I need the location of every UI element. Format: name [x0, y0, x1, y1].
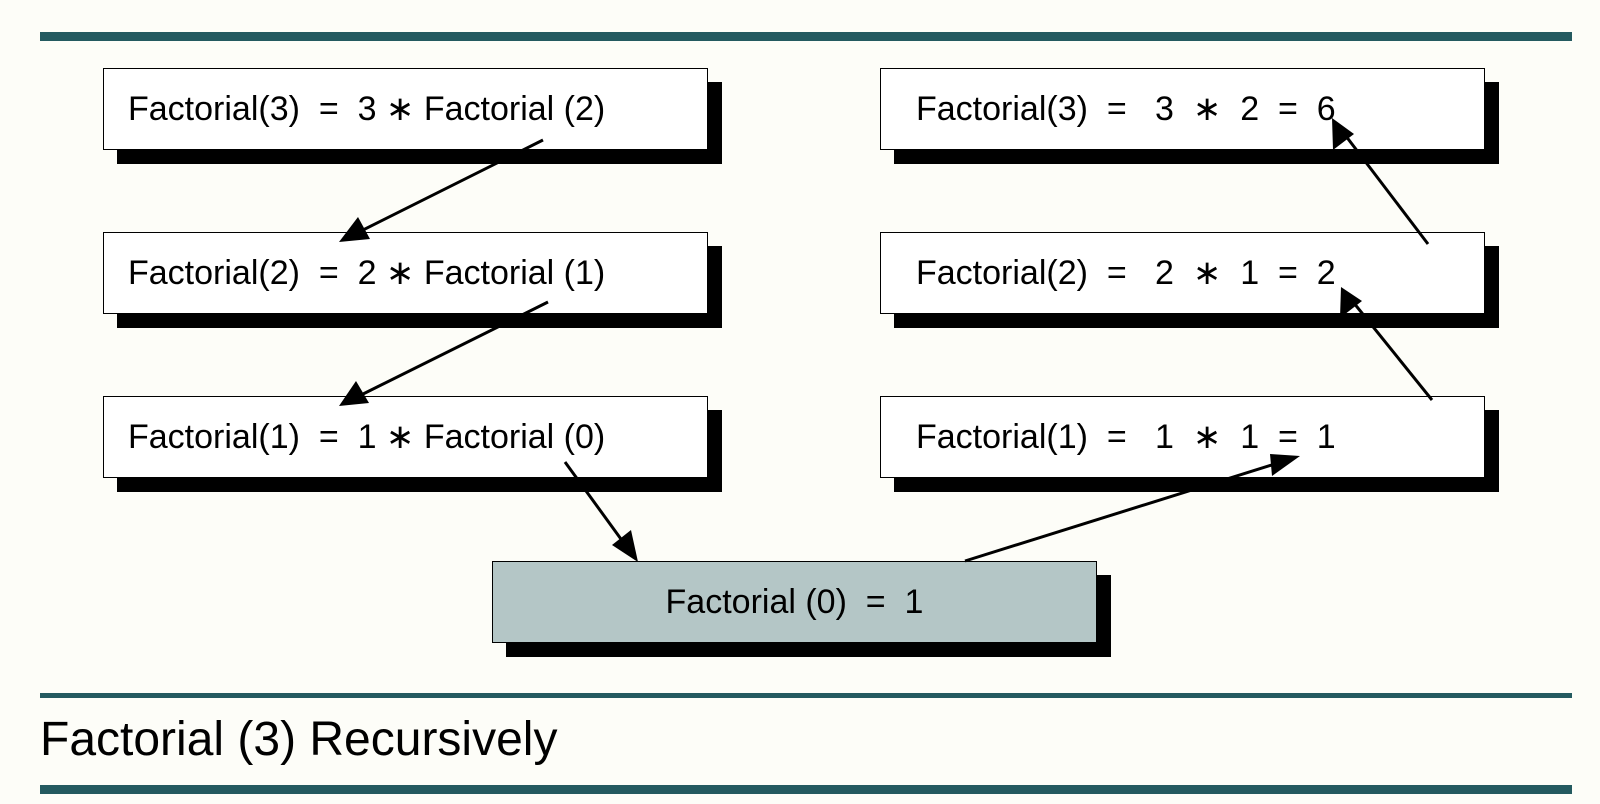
arrow-return-2-to-3 [1334, 122, 1430, 245]
base-case-box: Factorial (0) = 1 [492, 561, 1097, 643]
call-text-factorial-1: Factorial(1) = 1 ∗ Factorial (0) [128, 418, 606, 456]
arrow-return-1-to-2 [1343, 291, 1434, 401]
call-text-factorial-3: Factorial(3) = 3 ∗ Factorial (2) [128, 90, 606, 128]
arrow-return-0-to-1 [964, 456, 1295, 563]
base-case-text: Factorial (0) = 1 [665, 582, 924, 621]
call-box-factorial-1: Factorial(1) = 1 ∗ Factorial (0) [103, 396, 708, 478]
call-box-factorial-3: Factorial(3) = 3 ∗ Factorial (2) [103, 68, 708, 150]
call-text-factorial-2: Factorial(2) = 2 ∗ Factorial (1) [128, 254, 606, 292]
top-rule [40, 32, 1572, 41]
return-text-factorial-2: Factorial(2) = 2 ∗ 1 = 2 [916, 254, 1336, 292]
arrow-call-3-to-2 [344, 138, 544, 241]
return-box-factorial-2: Factorial(2) = 2 ∗ 1 = 2 [880, 232, 1485, 314]
figure-caption: Factorial (3) Recursively [40, 713, 558, 766]
arrow-call-2-to-1 [344, 300, 549, 405]
return-text-factorial-3: Factorial(3) = 3 ∗ 2 = 6 [916, 90, 1336, 128]
return-box-factorial-1: Factorial(1) = 1 ∗ 1 = 1 [880, 396, 1485, 478]
call-box-factorial-2: Factorial(2) = 2 ∗ Factorial (1) [103, 232, 708, 314]
return-box-factorial-3: Factorial(3) = 3 ∗ 2 = 6 [880, 68, 1485, 150]
middle-rule [40, 693, 1572, 698]
return-text-factorial-1: Factorial(1) = 1 ∗ 1 = 1 [916, 418, 1336, 456]
bottom-rule [40, 785, 1572, 794]
